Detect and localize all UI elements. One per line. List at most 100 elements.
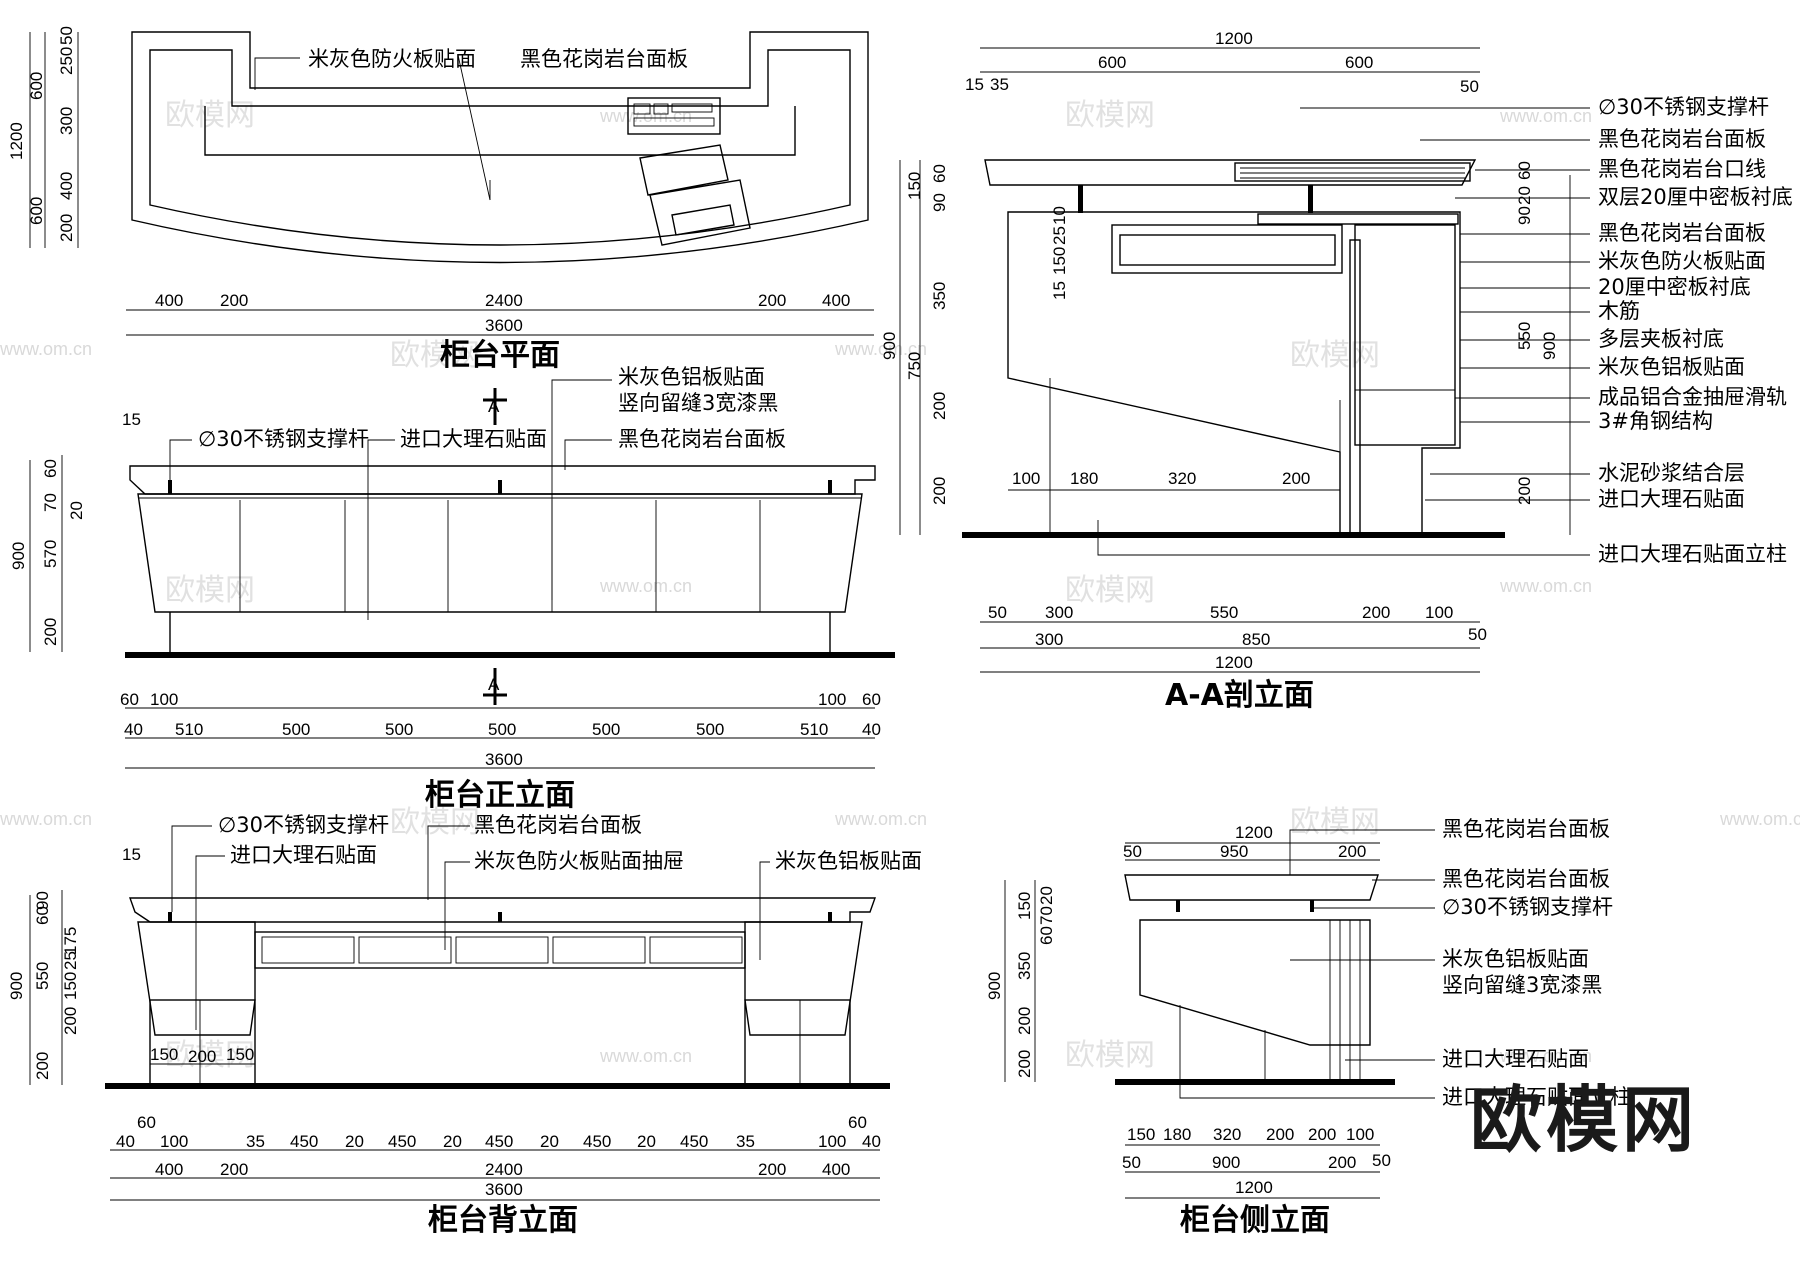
monitor-icon	[639, 144, 751, 246]
leader-line	[427, 825, 470, 900]
leader-line	[195, 855, 225, 1030]
section-drawer	[1111, 224, 1343, 274]
dim-text: 35	[246, 1132, 265, 1151]
dim-text: 200	[33, 1052, 52, 1080]
dim-text: 90	[930, 193, 949, 212]
dim-text: 500	[592, 720, 620, 739]
dim-text: 100	[818, 690, 846, 709]
dim-text: 1200	[1235, 823, 1273, 842]
dim-text: 200	[1328, 1153, 1356, 1172]
dim-text: 200	[1282, 469, 1310, 488]
watermark-url: www.om.cn	[0, 809, 92, 829]
leader-line	[254, 57, 300, 90]
leader-line	[171, 825, 212, 912]
front-body	[137, 493, 863, 613]
dim-text: 570	[41, 540, 60, 568]
keyboard-keys	[653, 103, 669, 115]
dim-text: 60	[33, 906, 52, 925]
dim-text: 1200	[1215, 653, 1253, 672]
back-drawer-band	[254, 931, 746, 969]
dim-text: 400	[822, 1160, 850, 1179]
front-label-aluminum: 米灰色铝板贴面	[618, 365, 765, 389]
plan-label-fire-board: 米灰色防火板贴面	[308, 47, 476, 71]
side-body	[1139, 919, 1371, 1046]
dim-text: 20	[345, 1132, 364, 1151]
watermark-url: www.om.cn	[1719, 809, 1800, 829]
dim-text: 1200	[7, 122, 26, 160]
dim-text: 150	[1127, 1125, 1155, 1144]
dim-text: 750	[905, 352, 924, 380]
side-label: ∅30不锈钢支撑杆	[1442, 895, 1613, 919]
side-label: 米灰色铝板贴面	[1442, 947, 1589, 971]
section-counter-slab	[1257, 213, 1459, 225]
dim-text: 2400	[485, 1160, 523, 1179]
support-rod-icon	[828, 912, 832, 922]
watermark-url: www.om.cn	[599, 576, 692, 596]
watermarks: 欧模网 www.om.cn 欧模网 www.om.cn 欧模网 www.om.c…	[0, 98, 1800, 1073]
dim-text: 20	[637, 1132, 656, 1151]
dim-text: 350	[930, 282, 949, 310]
dim-text: 900	[1212, 1153, 1240, 1172]
front-label-marble: 进口大理石贴面	[400, 427, 547, 451]
dim-text: 150	[150, 1045, 178, 1064]
section-top-hatch	[1234, 162, 1471, 182]
side-label: 进口大理石贴面	[1442, 1047, 1589, 1071]
dim-text: 450	[485, 1132, 513, 1151]
dim-text: 200	[1308, 1125, 1336, 1144]
plan-inner-outline	[149, 49, 851, 246]
dim-text: 40	[124, 720, 143, 739]
dim-text: 40	[116, 1132, 135, 1151]
section-label: 黑色花岗岩台面板	[1598, 127, 1766, 151]
section-drawer-inner	[1119, 234, 1336, 266]
keyboard-keys	[633, 117, 715, 127]
dim-text: 3600	[485, 1180, 523, 1199]
dim-text: 15	[1050, 281, 1069, 300]
dim-text: 35	[736, 1132, 755, 1151]
dim-text: 60	[41, 459, 60, 478]
dim-text: 200	[1338, 842, 1366, 861]
counter-side-elevation: 1200 50 950 200 150 20 70 60 350 200 200…	[985, 817, 1631, 1238]
leader-line	[564, 439, 612, 470]
dim-text: 1200	[1215, 29, 1253, 48]
watermark-url: www.om.cn	[1499, 1046, 1592, 1066]
leader-line	[1097, 520, 1590, 556]
support-rod-icon	[828, 480, 832, 494]
dim-text: 900	[7, 972, 26, 1000]
back-label-aluminum: 米灰色铝板贴面	[775, 849, 922, 873]
drawer	[261, 936, 355, 964]
leader-line	[169, 439, 192, 480]
dim-text: 60	[930, 164, 949, 183]
plan-counter-top	[204, 106, 796, 156]
plan-title: 柜台平面	[440, 338, 560, 373]
dim-text: 400	[822, 291, 850, 310]
watermark-brand: 欧模网	[1065, 98, 1155, 133]
dim-text: 510	[175, 720, 203, 739]
leader-line	[1179, 1082, 1435, 1099]
dim-text: 60	[137, 1113, 156, 1132]
drawer	[552, 936, 646, 964]
dim-text: 550	[1210, 603, 1238, 622]
dim-text: 20	[1037, 886, 1056, 905]
section-label: 米灰色防火板贴面	[1598, 249, 1766, 273]
support-rod-icon	[1078, 185, 1083, 213]
watermark-brand: 欧模网	[165, 1038, 255, 1073]
dim-text: 300	[1045, 603, 1073, 622]
leader-line	[457, 54, 491, 201]
dim-text: 200	[1015, 1050, 1034, 1078]
dim-text: 40	[862, 1132, 881, 1151]
dim-text: 50	[1372, 1151, 1391, 1170]
dim-text: 400	[57, 172, 76, 200]
dim-text: 400	[155, 291, 183, 310]
dim-text: 500	[696, 720, 724, 739]
dim-text: 550	[33, 962, 52, 990]
dim-text: 90	[1515, 206, 1534, 225]
watermark-brand: 欧模网	[390, 805, 480, 840]
drawer	[455, 936, 549, 964]
dim-text: 200	[758, 1160, 786, 1179]
dim-text: 15	[122, 845, 141, 864]
section-label: 黑色花岗岩台口线	[1598, 157, 1766, 181]
dim-text: 200	[1362, 603, 1390, 622]
dim-text: 180	[1163, 1125, 1191, 1144]
dim-text: 15	[965, 75, 984, 94]
dim-text: 150	[61, 972, 80, 1000]
